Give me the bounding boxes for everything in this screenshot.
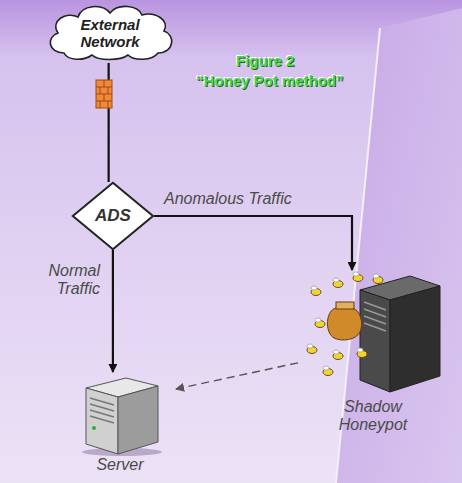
server-icon (64, 372, 176, 456)
figure-title: “Honey Pot method” (196, 72, 344, 89)
honeypot-icon (298, 270, 448, 398)
edge-label: Anomalous Traffic (164, 190, 344, 208)
server-node: Server (64, 372, 176, 478)
honeypot-node: Shadow Honeypot (298, 270, 448, 439)
dashed-connector (176, 363, 298, 389)
node-label: External Network (62, 16, 158, 51)
cloud-node: External Network (42, 3, 178, 63)
edge-label: Normal Traffic (34, 262, 100, 299)
arrow-connector (112, 250, 114, 372)
arrow-connector (154, 216, 352, 270)
figure-number: Figure 2 (236, 52, 294, 69)
decision-diamond: ADS (72, 182, 154, 250)
node-label: Shadow Honeypot (323, 398, 423, 435)
node-label: ADS (95, 206, 131, 226)
node-label: Server (70, 456, 170, 474)
firewall-icon (96, 80, 112, 108)
